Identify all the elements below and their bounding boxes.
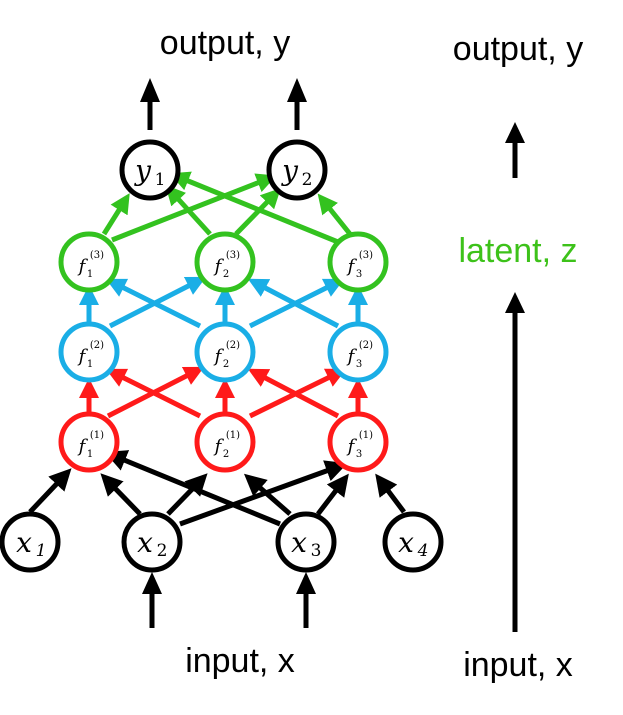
svg-text:2: 2 [157, 541, 168, 561]
node-f2-2: f 2 (2) [194, 321, 256, 383]
svg-text:y: y [280, 154, 299, 187]
svg-text:3: 3 [311, 541, 322, 561]
svg-text:1: 1 [87, 359, 93, 370]
input-arrows [142, 572, 316, 628]
node-f3-2: f 2 (3) [194, 231, 256, 293]
svg-text:1: 1 [36, 541, 47, 561]
right-arrow-lower [505, 292, 525, 632]
edges-input-to-layer1 [28, 450, 406, 527]
node-f2-3: f 3 (2) [327, 321, 389, 383]
svg-text:x: x [291, 526, 307, 559]
svg-text:y: y [133, 154, 152, 187]
right-arrow-upper [505, 122, 525, 178]
svg-text:2: 2 [223, 359, 229, 370]
svg-text:1: 1 [87, 449, 93, 460]
svg-text:4: 4 [417, 541, 429, 561]
node-y1: y 1 [119, 139, 181, 201]
svg-text:(1): (1) [359, 430, 373, 441]
node-f1-2: f 2 (1) [194, 411, 256, 473]
svg-text:x: x [16, 526, 32, 559]
node-x3: x 3 [275, 511, 337, 573]
svg-text:(2): (2) [90, 340, 104, 351]
svg-text:3: 3 [356, 449, 362, 460]
node-x4: x 4 [382, 511, 444, 573]
node-x2: x 2 [121, 511, 183, 573]
svg-text:(3): (3) [359, 250, 373, 261]
edges-layer2-to-layer3 [79, 276, 368, 329]
output-arrows [140, 78, 307, 130]
svg-text:2: 2 [302, 170, 313, 190]
svg-text:(2): (2) [226, 340, 240, 351]
svg-text:2: 2 [223, 269, 229, 280]
node-f2-1: f 1 (2) [58, 321, 120, 383]
edges-layer1-to-layer2 [79, 366, 368, 419]
svg-text:(3): (3) [90, 250, 104, 261]
svg-text:(1): (1) [90, 430, 104, 441]
node-y2: y 2 [266, 139, 328, 201]
input-label-right: input, x [463, 646, 573, 684]
svg-text:1: 1 [87, 269, 93, 280]
input-label-bottom: input, x [185, 642, 295, 680]
svg-text:3: 3 [356, 269, 362, 280]
svg-text:(2): (2) [359, 340, 373, 351]
node-f3-3: f 3 (3) [327, 231, 389, 293]
node-f3-1: f 1 (3) [58, 231, 120, 293]
svg-text:(3): (3) [226, 250, 240, 261]
svg-text:1: 1 [155, 170, 166, 190]
svg-text:x: x [398, 526, 414, 559]
svg-text:x: x [137, 526, 153, 559]
node-f1-3: f 3 (1) [327, 411, 389, 473]
output-label-top: output, y [160, 24, 290, 62]
node-x1: x 1 [0, 511, 61, 573]
svg-text:2: 2 [223, 449, 229, 460]
svg-text:(1): (1) [226, 430, 240, 441]
node-f1-1: f 1 (1) [58, 411, 120, 473]
latent-label: latent, z [458, 232, 577, 270]
svg-text:3: 3 [356, 359, 362, 370]
output-label-right: output, y [453, 30, 583, 68]
edges-layer3-to-output [101, 171, 352, 245]
